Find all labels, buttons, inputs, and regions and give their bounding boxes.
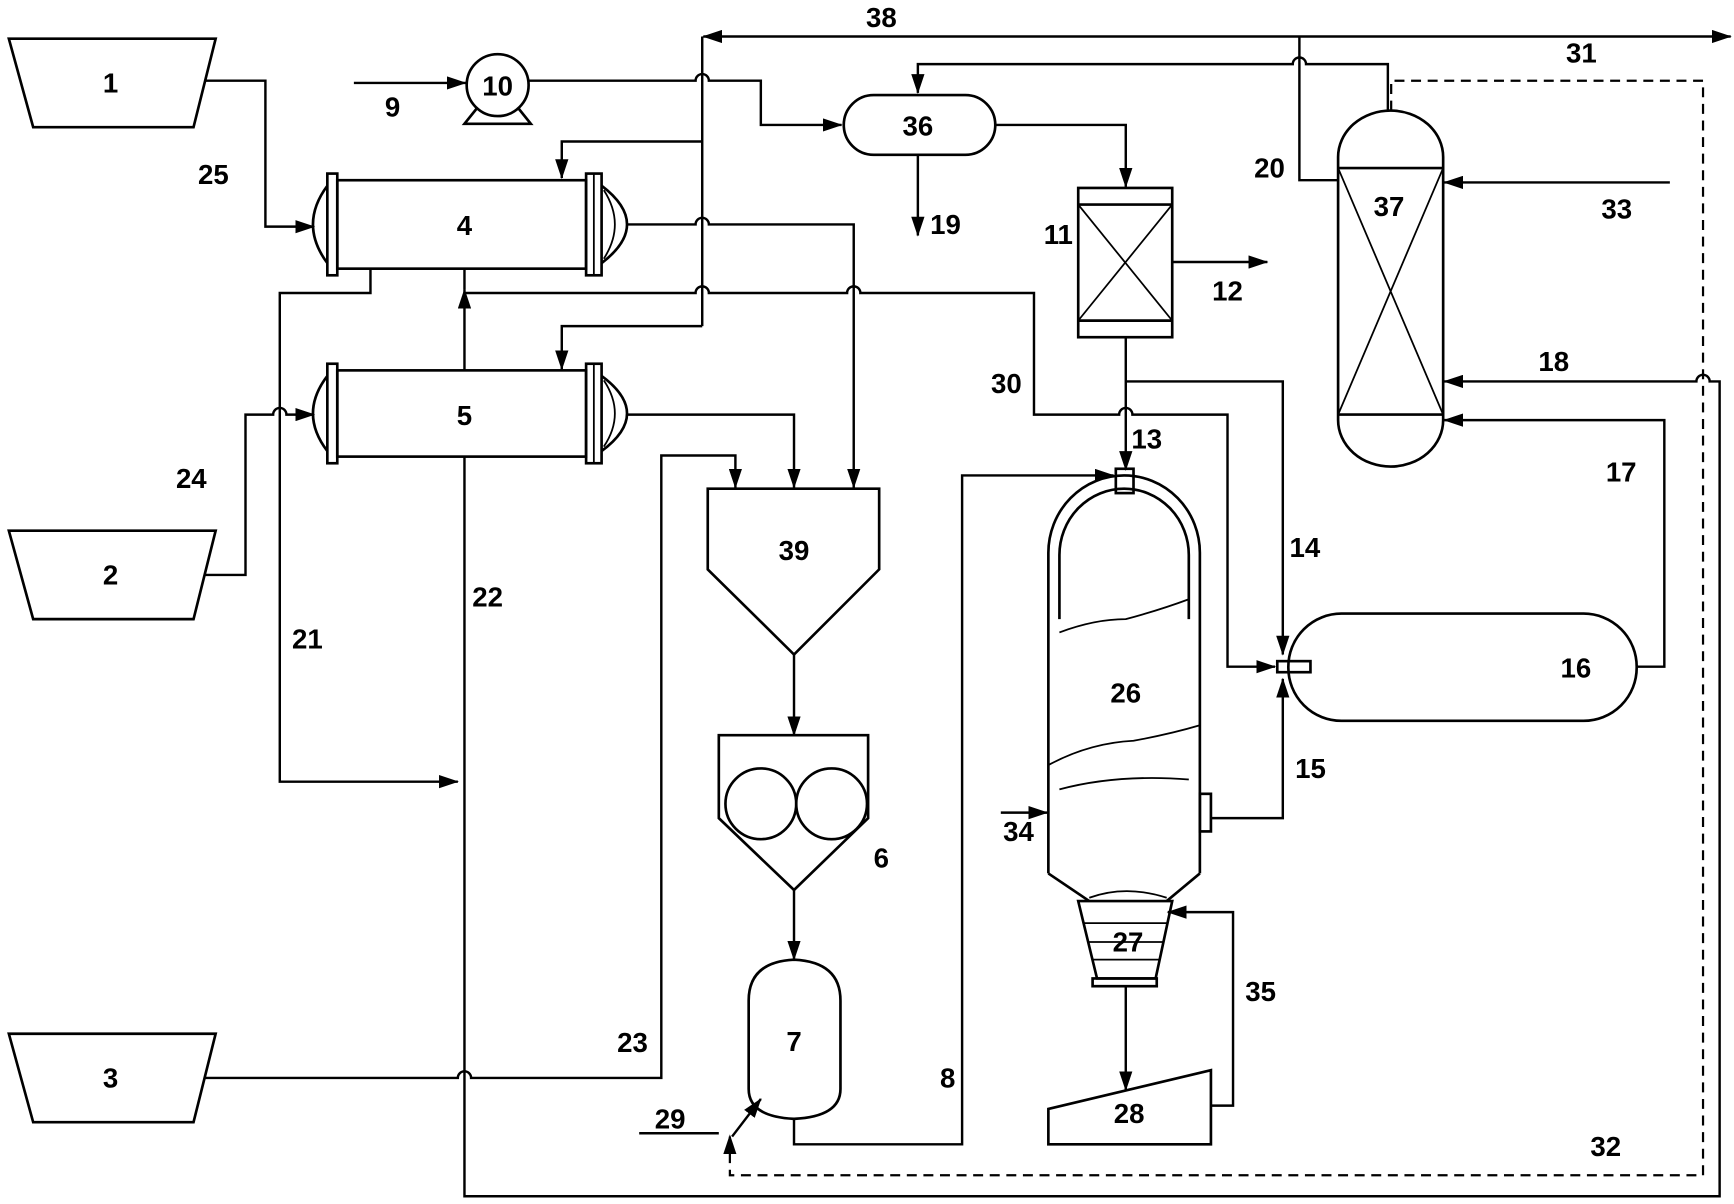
stream-34-label: 34 bbox=[1003, 816, 1034, 847]
tank-16-inlet-nozzle bbox=[1275, 659, 1312, 674]
hopper-1 bbox=[7, 37, 218, 129]
stream-17-line bbox=[1443, 413, 1666, 668]
stream-23-label: 23 bbox=[617, 1027, 648, 1058]
stream-20-label: 20 bbox=[1254, 153, 1285, 184]
hopper-39-label: 39 bbox=[779, 535, 810, 566]
stream-30-label: 30 bbox=[991, 368, 1022, 399]
stream-14-label: 14 bbox=[1290, 532, 1321, 563]
branch-to-exchanger-5 bbox=[555, 324, 703, 371]
hopper-2-label: 2 bbox=[103, 559, 118, 590]
stream-21-label: 21 bbox=[292, 624, 323, 655]
column-37-label: 37 bbox=[1374, 191, 1405, 222]
stream-8-label: 8 bbox=[940, 1062, 955, 1093]
stream-14-line bbox=[1125, 380, 1290, 656]
crusher-6 bbox=[717, 733, 870, 892]
stream-29-label: 29 bbox=[655, 1103, 686, 1134]
filter-11-label: 11 bbox=[1044, 219, 1073, 250]
hopper-3 bbox=[7, 1032, 218, 1124]
hopper-3-label: 3 bbox=[103, 1062, 118, 1093]
branch-to-exchanger-4 bbox=[555, 140, 703, 180]
stream-35-line bbox=[1166, 905, 1235, 1107]
unit-28-label: 28 bbox=[1114, 1098, 1145, 1129]
exchanger-4-outlet-line bbox=[625, 216, 861, 489]
separator-36-label: 36 bbox=[903, 111, 934, 142]
stream-25-line bbox=[205, 79, 316, 234]
exchanger-5-outlet-line bbox=[625, 413, 801, 489]
stream-20-line bbox=[1298, 36, 1339, 182]
stream-17-label: 17 bbox=[1606, 457, 1637, 488]
reactor-26 bbox=[1047, 467, 1213, 903]
unit-27-label: 27 bbox=[1113, 926, 1144, 957]
stream-35-label: 35 bbox=[1245, 976, 1276, 1007]
stream-22-label: 22 bbox=[472, 582, 503, 613]
unit-28 bbox=[1047, 1068, 1213, 1146]
pump-10 bbox=[461, 52, 534, 126]
vessel-7 bbox=[747, 958, 842, 1121]
stream-31-label: 31 bbox=[1566, 38, 1597, 69]
hopper-2 bbox=[7, 529, 218, 621]
stream-23-line bbox=[204, 454, 743, 1080]
stream-24-label: 24 bbox=[176, 463, 207, 494]
hopper-39 bbox=[706, 487, 881, 657]
vessel-7-label: 7 bbox=[786, 1026, 801, 1057]
stream-32-label: 32 bbox=[1590, 1131, 1621, 1162]
filter-11 bbox=[1076, 186, 1174, 339]
stream-15-label: 15 bbox=[1295, 753, 1326, 784]
stream-25-label: 25 bbox=[198, 159, 229, 190]
stream-9-label: 9 bbox=[385, 92, 400, 123]
stream-13-label: 13 bbox=[1131, 423, 1162, 454]
pump-10-label: 10 bbox=[482, 71, 513, 102]
stream-22-line bbox=[463, 373, 1721, 1198]
pump-outlet-line bbox=[528, 72, 843, 132]
stream-24-line bbox=[204, 406, 316, 577]
stream-19-label: 19 bbox=[930, 209, 961, 240]
stream-30-line bbox=[464, 285, 1277, 674]
unit-27 bbox=[1076, 890, 1174, 988]
heat-exchanger-5-label: 5 bbox=[457, 400, 472, 431]
stream-33-label: 33 bbox=[1601, 193, 1632, 224]
stream-12-label: 12 bbox=[1212, 275, 1243, 306]
hopper-1-label: 1 bbox=[103, 67, 118, 98]
separator-to-filter-line bbox=[995, 123, 1133, 188]
column-37 bbox=[1336, 109, 1445, 468]
stream-18-label: 18 bbox=[1538, 346, 1569, 377]
reactor-26-label: 26 bbox=[1110, 678, 1141, 709]
tank-16-label: 16 bbox=[1560, 652, 1591, 683]
stream-29-arrow bbox=[731, 1098, 762, 1138]
stream-38-label: 38 bbox=[866, 2, 897, 33]
stream-21-line bbox=[278, 268, 459, 789]
crusher-6-label: 6 bbox=[874, 842, 889, 873]
stream-8-line bbox=[792, 468, 1115, 1146]
stream-15-line bbox=[1210, 677, 1290, 820]
stream-32-line bbox=[723, 79, 1705, 1177]
heat-exchanger-4-label: 4 bbox=[457, 210, 473, 241]
column-overhead-line bbox=[911, 56, 1390, 111]
